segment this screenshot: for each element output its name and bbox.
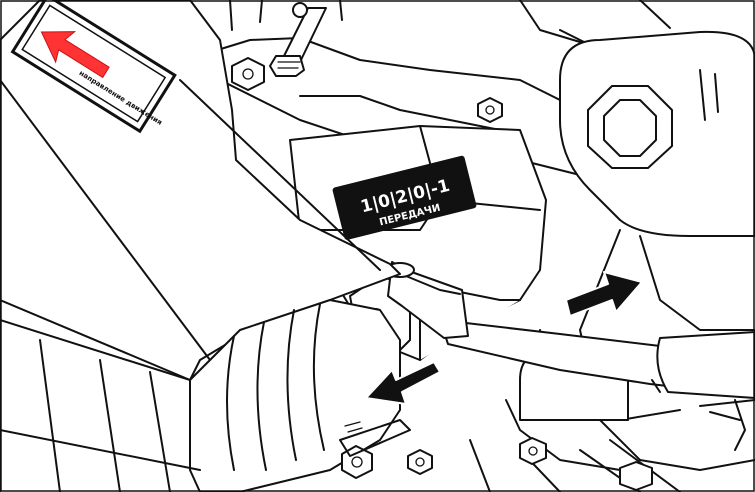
bolt-right-top — [477, 97, 503, 123]
gear-plate: 1|0|2|0|-1 ПЕРЕДАЧИ — [332, 155, 477, 240]
bolt-bottom-mid — [407, 449, 433, 475]
direction-arrow-icon — [40, 31, 110, 79]
gear-lever[interactable] — [385, 261, 755, 399]
engine-cylinder — [0, 299, 401, 492]
bolt-bottom-left — [339, 419, 411, 479]
arrow-left-icon — [365, 361, 441, 405]
warning-sticker: направление движения — [10, 0, 177, 134]
pulley-housing — [559, 30, 755, 237]
arrow-right-icon — [565, 271, 643, 317]
adjust-rod — [269, 2, 327, 77]
bolt-left-top — [231, 57, 265, 91]
